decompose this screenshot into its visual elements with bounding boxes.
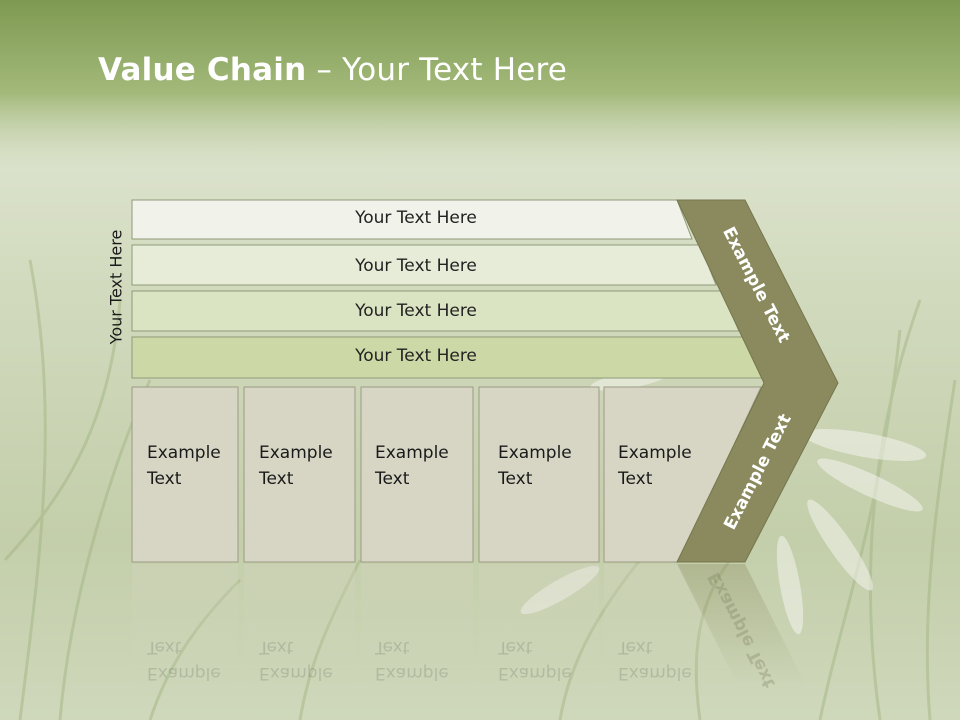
- bar-2-label: Your Text Here: [355, 256, 477, 276]
- box-5-reflection: [604, 564, 740, 684]
- box-3-line1: Example: [375, 443, 449, 463]
- box-2-line1: Example: [259, 443, 333, 463]
- box-3-reflection-line1: Example: [375, 663, 449, 683]
- box-1[interactable]: [131, 386, 239, 563]
- bar-4-label: Your Text Here: [355, 346, 477, 366]
- box-5-reflection-line2: Text: [618, 637, 653, 657]
- title-rest: – Your Text Here: [306, 52, 568, 88]
- box-3[interactable]: [360, 386, 474, 563]
- box-1-reflection-line2: Text: [147, 637, 182, 657]
- box-5-line2: Text: [618, 469, 653, 489]
- box-4-label: Example Text: [498, 440, 572, 492]
- box-2-reflection-text: Example Text: [259, 634, 333, 686]
- box-4-reflection-text: Example Text: [498, 634, 572, 686]
- box-2-line2: Text: [259, 469, 294, 489]
- box-3-reflection: [361, 564, 473, 684]
- box-1-reflection: [132, 564, 238, 684]
- box-3-reflection-line2: Text: [375, 637, 410, 657]
- box-3-line2: Text: [375, 469, 410, 489]
- box-3-label: Example Text: [375, 440, 449, 492]
- chevron-reflection: [677, 564, 805, 684]
- box-1-line2: Text: [147, 469, 182, 489]
- bar-3-label: Your Text Here: [355, 301, 477, 321]
- box-1-line1: Example: [147, 443, 221, 463]
- slide-title: Value Chain – Your Text Here: [98, 52, 567, 88]
- box-1-label: Example Text: [147, 440, 221, 492]
- title-bold: Value Chain: [98, 52, 307, 88]
- box-1-reflection-text: Example Text: [147, 634, 221, 686]
- box-4-reflection-line1: Example: [498, 663, 572, 683]
- chevron-arrow[interactable]: [676, 199, 839, 563]
- box-2-reflection-line1: Example: [259, 663, 333, 683]
- box-2-label: Example Text: [259, 440, 333, 492]
- box-1-reflection-line1: Example: [147, 663, 221, 683]
- bar-1-label: Your Text Here: [355, 208, 477, 228]
- box-4-line2: Text: [498, 469, 533, 489]
- box-4-reflection: [479, 564, 599, 684]
- box-2-reflection: [244, 564, 355, 684]
- box-3-reflection-text: Example Text: [375, 634, 449, 686]
- box-2[interactable]: [243, 386, 356, 563]
- box-4-line1: Example: [498, 443, 572, 463]
- box-2-reflection-line2: Text: [259, 637, 294, 657]
- bar-1[interactable]: [131, 199, 693, 240]
- box-5-line1: Example: [618, 443, 692, 463]
- box-4[interactable]: [478, 386, 600, 563]
- box-5-reflection-line1: Example: [618, 663, 692, 683]
- box-4-reflection-line2: Text: [498, 637, 533, 657]
- box-5-label: Example Text: [618, 440, 692, 492]
- box-5-reflection-text: Example Text: [618, 634, 692, 686]
- bar-2[interactable]: [131, 244, 717, 286]
